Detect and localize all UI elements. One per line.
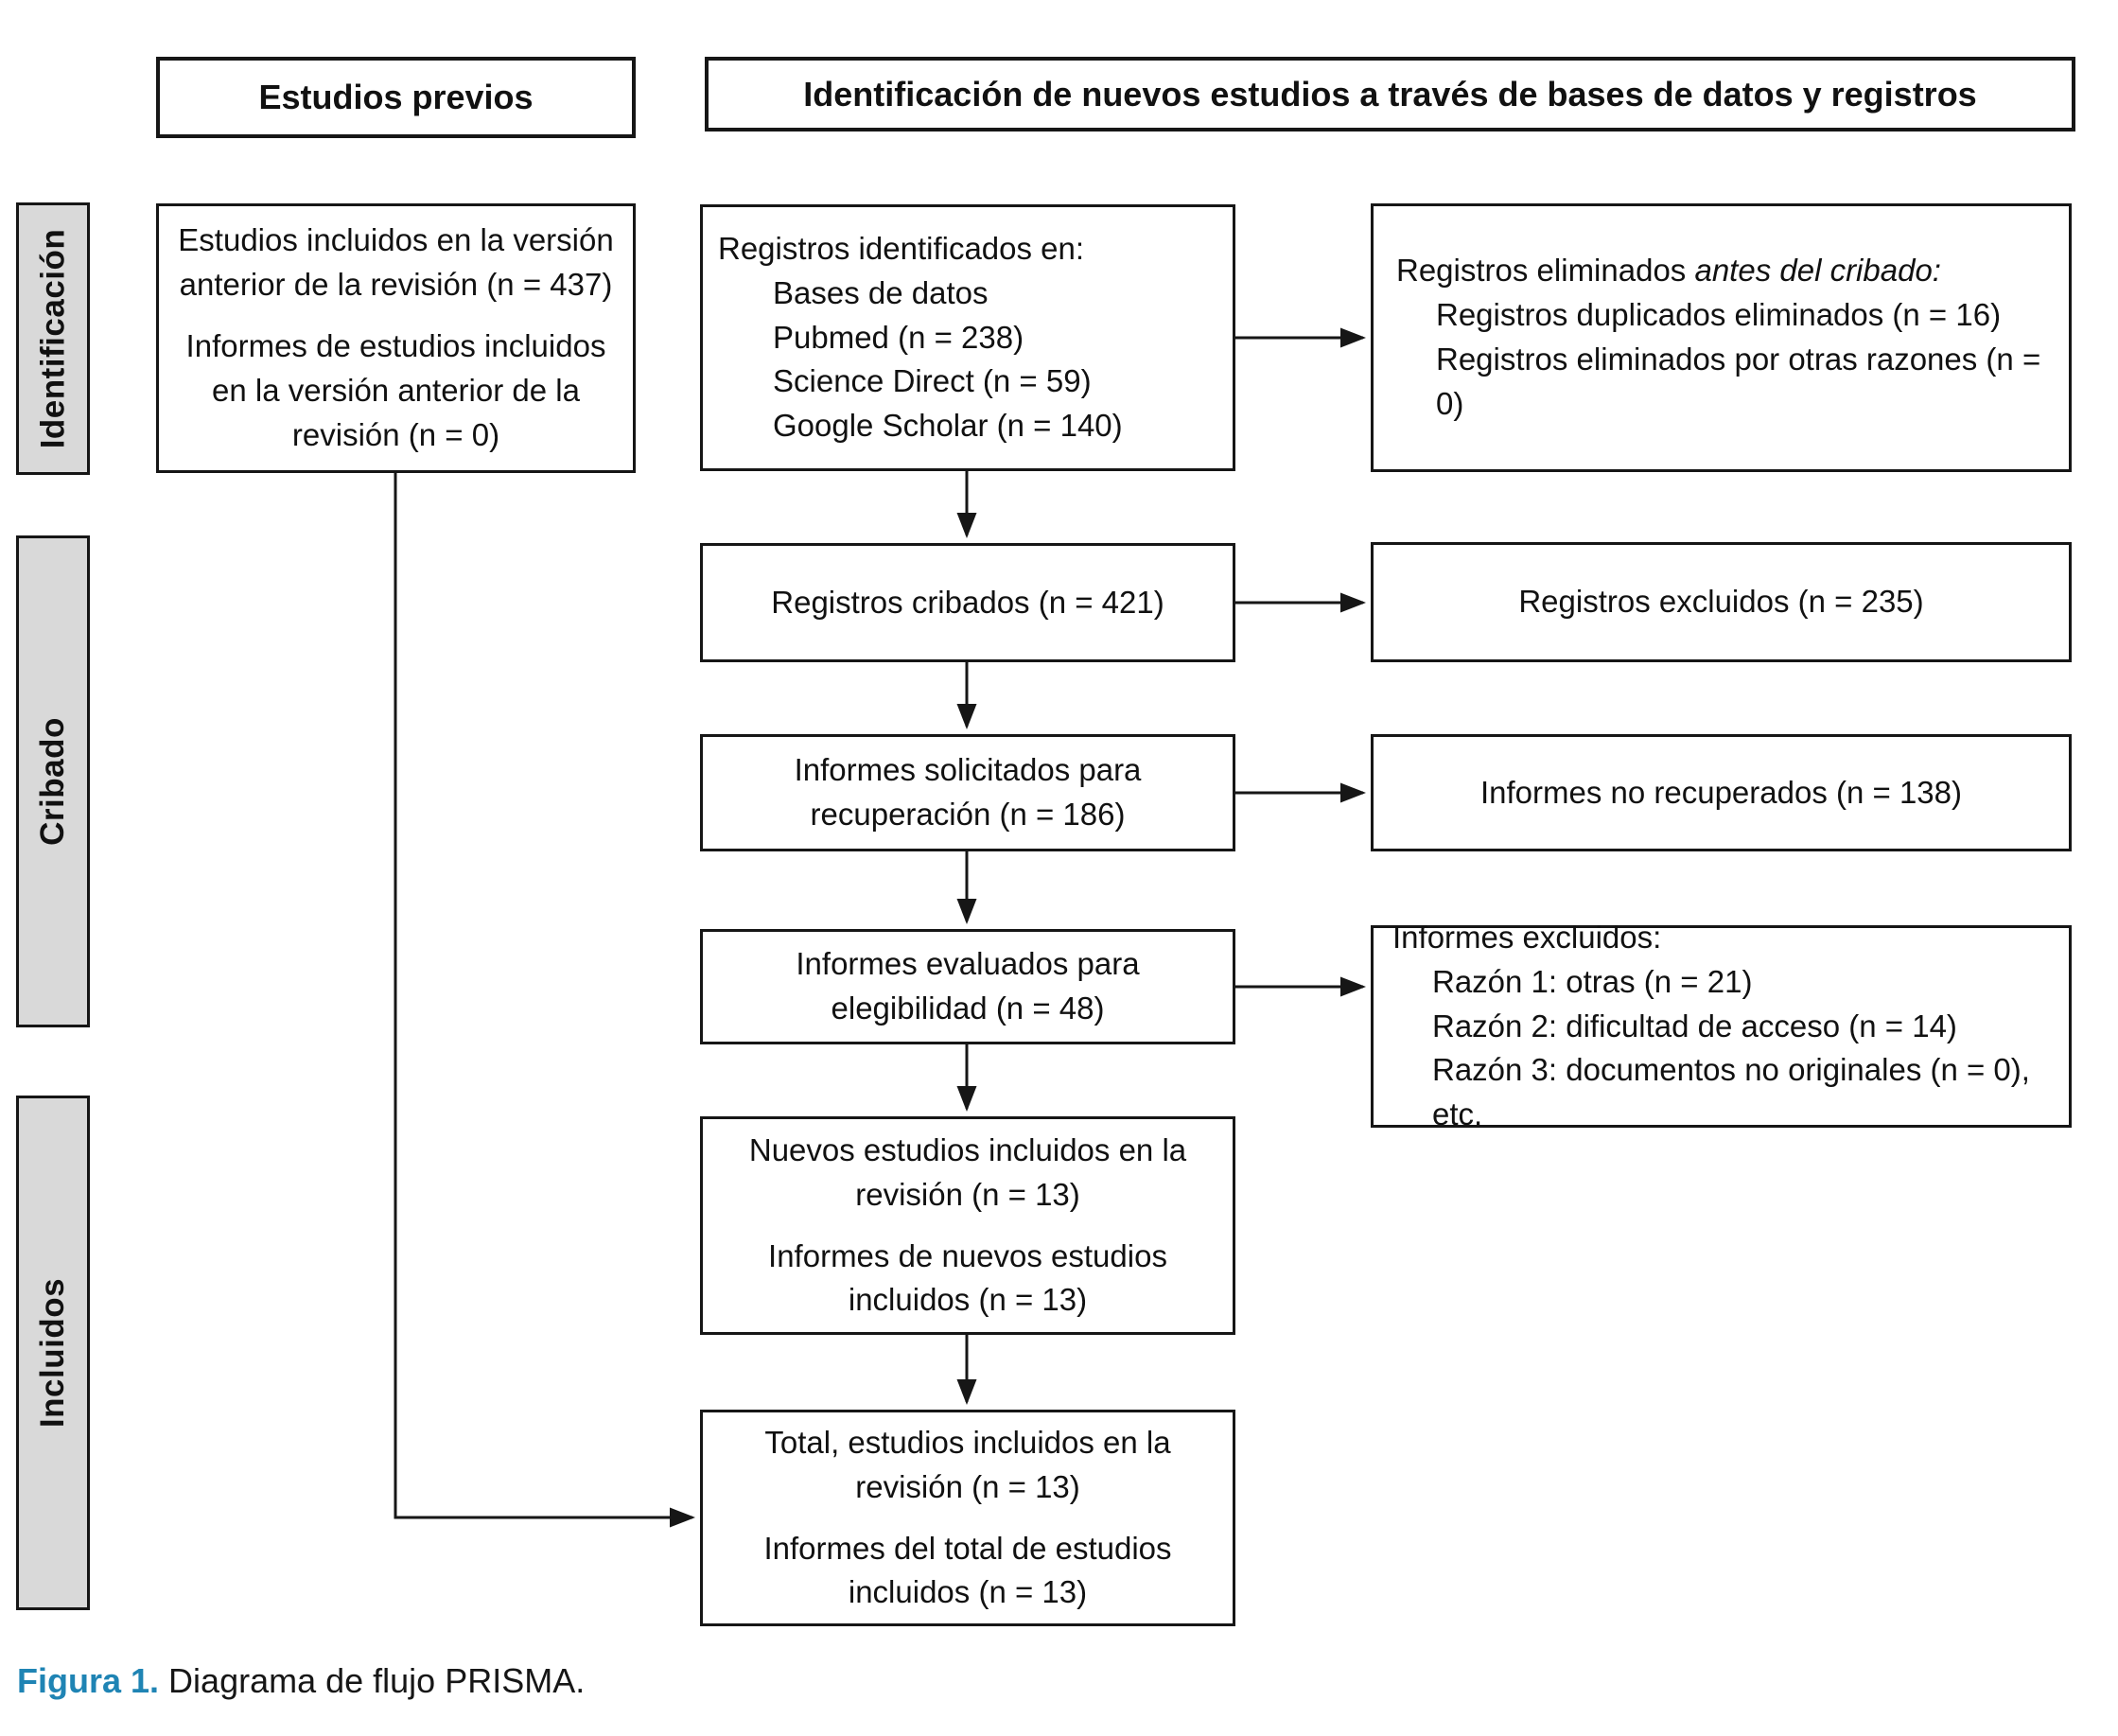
figure-caption: Figura 1. Diagrama de flujo PRISMA. xyxy=(17,1661,585,1701)
sidebar-stage-identification: Identificación xyxy=(16,202,90,475)
new-studies-line-1: Nuevos estudios incluidos en la revisión… xyxy=(748,1131,1187,1212)
sidebar-screening-label: Cribado xyxy=(34,717,72,846)
box-records-identified: Registros identificados en: Bases de dat… xyxy=(700,204,1235,471)
figure-caption-text: Diagrama de flujo PRISMA. xyxy=(168,1661,586,1700)
box-previous-version-studies: Estudios incluidos en la versión anterio… xyxy=(156,203,636,473)
records-screened-label: Registros cribados (n = 421) xyxy=(771,584,1164,620)
box-reports-excluded: Informes excluidos: Razón 1: otras (n = … xyxy=(1371,920,2072,1131)
box-reports-assessed: Informes evaluados para elegibilidad (n … xyxy=(700,929,1235,1044)
records-identified-title: Registros identificados en: xyxy=(718,230,1085,266)
header-identification-new-studies: Identificación de nuevos estudios a trav… xyxy=(705,57,2075,132)
records-removed-item-other-reasons: Registros eliminados por otras razones (… xyxy=(1436,342,2041,421)
sidebar-included-label: Incluidos xyxy=(34,1277,71,1429)
header-previous-studies-label: Estudios previos xyxy=(258,78,534,116)
box-records-excluded: Registros excluidos (n = 235) xyxy=(1371,542,2072,662)
sidebar-identification-label: Identificación xyxy=(34,228,71,449)
reports-excluded-reason-1: Razón 1: otras (n = 21) xyxy=(1432,963,1753,999)
new-studies-line-2: Informes de nuevos estudios incluidos (n… xyxy=(768,1237,1167,1318)
reports-excluded-reason-3: Razón 3: documentos no originales (n = 0… xyxy=(1432,1052,2030,1132)
records-identified-item-pubmed: Pubmed (n = 238) xyxy=(773,319,1024,355)
records-removed-title-normal: Registros eliminados xyxy=(1396,253,1695,289)
reports-excluded-reason-2: Razón 2: dificultad de acceso (n = 14) xyxy=(1432,1008,1957,1043)
box-reports-sought: Informes solicitados para recuperación (… xyxy=(700,734,1235,851)
header-identification-label: Identificación de nuevos estudios a trav… xyxy=(803,74,1977,114)
records-removed-title: Registros eliminados antes del cribado: xyxy=(1396,249,1941,293)
box-records-removed: Registros eliminados antes del cribado: … xyxy=(1371,203,2072,472)
header-previous-studies: Estudios previos xyxy=(156,57,636,138)
records-removed-item-duplicates: Registros duplicados eliminados (n = 16) xyxy=(1436,297,2002,333)
total-studies-line-1: Total, estudios incluidos en la revisión… xyxy=(764,1424,1171,1504)
reports-excluded-title: Informes excluidos: xyxy=(1392,919,1662,955)
records-removed-title-italic: antes del cribado: xyxy=(1694,253,1941,289)
sidebar-stage-included: Incluidos xyxy=(16,1096,90,1610)
reports-assessed-label: Informes evaluados para elegibilidad (n … xyxy=(796,946,1140,1026)
box-total-studies-included: Total, estudios incluidos en la revisión… xyxy=(700,1410,1235,1626)
records-identified-item-databases: Bases de datos xyxy=(773,274,989,310)
figure-caption-label: Figura 1. xyxy=(17,1661,160,1700)
records-identified-item-sciencedirect: Science Direct (n = 59) xyxy=(773,363,1092,399)
total-studies-line-2: Informes del total de estudios incluidos… xyxy=(763,1530,1172,1610)
records-excluded-label: Registros excluidos (n = 235) xyxy=(1518,584,1924,620)
box-records-screened: Registros cribados (n = 421) xyxy=(700,543,1235,662)
records-identified-item-googlescholar: Google Scholar (n = 140) xyxy=(773,408,1123,444)
box-reports-not-retrieved: Informes no recuperados (n = 138) xyxy=(1371,734,2072,851)
sidebar-stage-screening: Cribado xyxy=(16,535,90,1027)
previous-version-line-1: Estudios incluidos en la versión anterio… xyxy=(178,222,614,303)
previous-version-line-2: Informes de estudios incluidos en la ver… xyxy=(185,328,606,452)
reports-not-retrieved-label: Informes no recuperados (n = 138) xyxy=(1479,774,1963,810)
arrow-elbow-previous-to-total xyxy=(394,473,695,1528)
reports-sought-label: Informes solicitados para recuperación (… xyxy=(794,752,1142,832)
box-new-studies-included: Nuevos estudios incluidos en la revisión… xyxy=(700,1116,1235,1335)
